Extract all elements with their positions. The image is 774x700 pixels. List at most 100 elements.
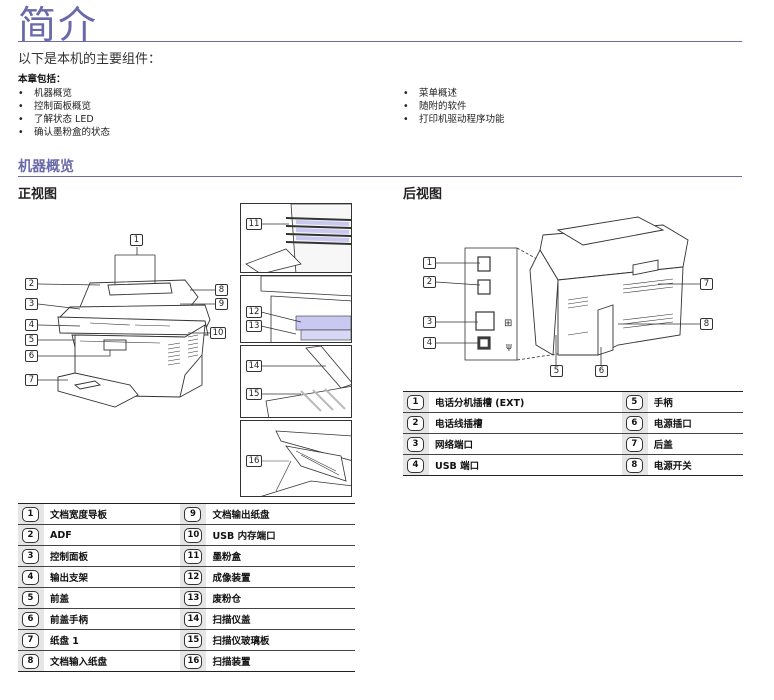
rear-callout-3: 3 — [423, 316, 436, 328]
front-callout-13: 13 — [246, 320, 262, 332]
legend-label: USB 端口 — [429, 454, 622, 476]
legend-number-cell: 2 — [18, 524, 44, 546]
rear-callout-1: 1 — [423, 257, 436, 269]
inset-toner-cartridge: 11 — [240, 203, 352, 273]
legend-number-cell: 2 — [403, 412, 429, 434]
legend-number-badge: 9 — [184, 506, 202, 522]
contents-item[interactable]: 随附的软件 — [403, 100, 505, 113]
rear-callout-8: 8 — [700, 318, 713, 330]
legend-number-cell: 3 — [403, 433, 429, 455]
front-callout-12: 12 — [246, 306, 262, 318]
contents-item[interactable]: 控制面板概览 — [18, 100, 110, 113]
legend-label: 控制面板 — [44, 545, 181, 567]
port-panel — [464, 247, 518, 361]
legend-label: 电源开关 — [647, 454, 743, 476]
legend-number-cell: 15 — [180, 629, 207, 651]
chapter-label: 本章包括： — [18, 74, 66, 85]
legend-number-badge: 1 — [22, 506, 39, 522]
legend-number-badge: 3 — [407, 436, 424, 452]
contents-item-label[interactable]: 机器概览 — [34, 88, 73, 99]
legend-number-badge: 5 — [625, 394, 643, 410]
legend-number-cell: 11 — [180, 545, 207, 567]
contents-item-label[interactable]: 菜单概述 — [419, 88, 458, 99]
rear-callout-6: 6 — [595, 365, 608, 377]
legend-label: 扫描仪盖 — [206, 608, 355, 630]
front-callout-1: 1 — [130, 234, 143, 246]
contents-item-label[interactable]: 控制面板概览 — [34, 101, 92, 112]
legend-label: 电话线插槽 — [429, 412, 622, 434]
legend-label: 文档输入纸盘 — [44, 650, 181, 672]
legend-number-cell: 4 — [18, 566, 44, 588]
legend-label: ADF — [44, 524, 181, 546]
legend-number-cell: 7 — [18, 629, 44, 651]
contents-list-left: 机器概览 控制面板概览 了解状态 LED 确认墨粉盒的状态 — [18, 87, 110, 139]
legend-number-badge: 7 — [22, 632, 39, 648]
legend-number-cell: 8 — [18, 650, 44, 672]
scan-unit-drawing — [261, 430, 351, 496]
front-callout-3: 3 — [25, 298, 38, 310]
legend-number-badge: 8 — [625, 457, 643, 473]
legend-number-badge: 6 — [625, 415, 643, 431]
toner-drawing — [245, 204, 351, 272]
legend-number-badge: 14 — [184, 611, 203, 627]
front-callout-4: 4 — [25, 319, 38, 331]
legend-number-cell: 5 — [18, 587, 44, 609]
legend-number-cell: 7 — [621, 433, 648, 455]
legend-number-badge: 12 — [184, 569, 203, 585]
legend-number-badge: 2 — [22, 527, 39, 543]
rear-callout-2: 2 — [423, 276, 436, 288]
legend-number-cell: 4 — [403, 454, 429, 476]
contents-item[interactable]: 打印机驱动程序功能 — [403, 113, 505, 126]
front-callout-7: 7 — [25, 374, 38, 386]
legend-number-badge: 15 — [184, 632, 203, 648]
contents-item[interactable]: 菜单概述 — [403, 87, 505, 100]
legend-number-cell: 14 — [180, 608, 207, 630]
legend-label: 文档输出纸盘 — [206, 503, 355, 525]
legend-number-cell: 10 — [180, 524, 207, 546]
front-callout-14: 14 — [246, 360, 262, 372]
legend-label: 网络端口 — [429, 433, 622, 455]
inset-imaging-unit: 12 13 — [240, 275, 352, 343]
legend-number-badge: 13 — [184, 590, 203, 606]
legend-number-badge: 3 — [22, 548, 39, 564]
contents-item[interactable]: 确认墨粉盒的状态 — [18, 126, 110, 139]
legend-label: 文档宽度导板 — [44, 503, 181, 525]
contents-item-label[interactable]: 打印机驱动程序功能 — [419, 114, 505, 125]
inset-scan-unit: 16 — [240, 420, 352, 497]
legend-label: 电话分机插槽 (EXT) — [429, 391, 622, 413]
legend-number-cell: 12 — [180, 566, 207, 588]
front-callout-11: 11 — [246, 218, 262, 230]
contents-item[interactable]: 机器概览 — [18, 87, 110, 100]
rear-printer-illustration: ⊞ ψ 1 2 3 4 — [418, 205, 718, 380]
legend-number-cell: 6 — [621, 412, 648, 434]
contents-item-label[interactable]: 确认墨粉盒的状态 — [34, 127, 111, 138]
contents-item-label[interactable]: 了解状态 LED — [34, 114, 94, 125]
front-printer-drawing — [37, 247, 215, 408]
front-callout-15: 15 — [246, 388, 262, 400]
rear-view-title: 后视图 — [403, 187, 443, 202]
imaging-unit-drawing — [260, 276, 351, 342]
legend-label: 前盖 — [44, 587, 181, 609]
front-callout-16: 16 — [246, 455, 262, 467]
section-title: 机器概览 — [18, 159, 74, 175]
legend-number-cell: 8 — [621, 454, 648, 476]
front-printer-illustration: 1 2 3 4 5 6 7 8 9 10 — [20, 225, 235, 410]
front-callout-8: 8 — [215, 284, 228, 296]
inset-scanner-lid: 14 15 — [240, 345, 352, 418]
title-rule — [18, 41, 742, 42]
legend-number-badge: 6 — [22, 611, 39, 627]
legend-number-badge: 16 — [184, 653, 203, 669]
legend-label: 纸盘 1 — [44, 629, 181, 651]
contents-item-label[interactable]: 随附的软件 — [419, 101, 467, 112]
svg-text:⊞: ⊞ — [504, 318, 512, 329]
front-callout-9: 9 — [215, 298, 228, 310]
rear-callout-4: 4 — [423, 337, 436, 349]
contents-item[interactable]: 了解状态 LED — [18, 113, 110, 126]
